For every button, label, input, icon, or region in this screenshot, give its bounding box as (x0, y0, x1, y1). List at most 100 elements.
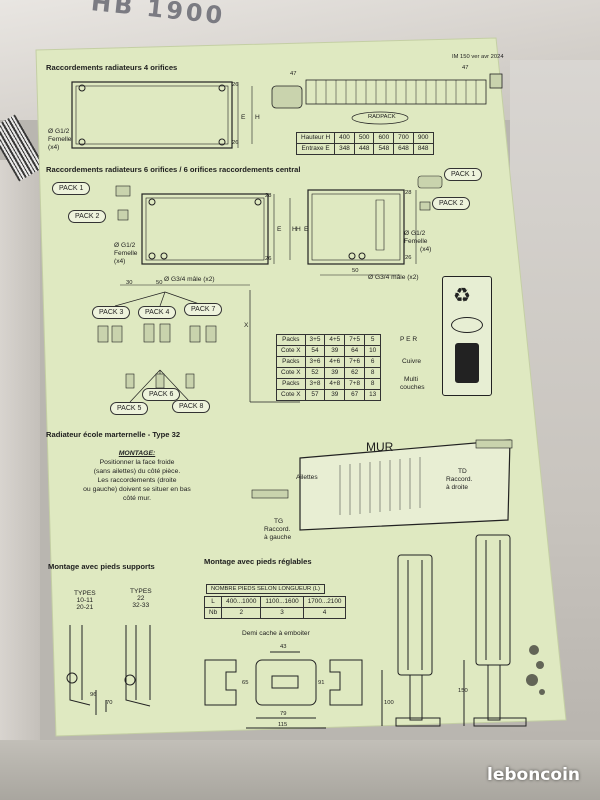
bin-icon (455, 343, 479, 383)
dim-43: 43 (280, 644, 287, 650)
background-bottom (0, 740, 600, 800)
pack-7: PACK 7 (184, 303, 223, 316)
montage-title: MONTAGE: (118, 450, 156, 457)
types-2-b: 32-33 (132, 602, 150, 609)
pack-1-left: PACK 1 (52, 182, 91, 195)
feet-cell: 4 (302, 607, 347, 619)
types-label-1: TYPES 10-11 20-21 (74, 590, 96, 611)
pack-cell: 67 (344, 389, 366, 401)
dim-150: 150 (458, 688, 468, 694)
pack-cell: 39 (324, 345, 346, 357)
types-1-a: 10-11 (76, 597, 93, 604)
types-label-2: TYPES 22 32-33 (130, 588, 152, 609)
pack-5: PACK 5 (110, 402, 149, 415)
orifice-label-1c: (x4) (48, 144, 60, 151)
pack-cell: 3+5 (304, 334, 326, 346)
pack-cell: 39 (324, 389, 346, 401)
pack-cell: Cote X (276, 345, 306, 357)
pack-cell: 6 (364, 356, 382, 368)
leaf-icon (451, 317, 483, 333)
feet-cell: Nb (203, 607, 223, 619)
per-label: P E R (400, 336, 418, 343)
pack-cell: 8 (364, 367, 382, 379)
montage-line: ou gauche) doivent se situer en bas (83, 486, 191, 493)
montage-line: Positionner la face froide (99, 459, 175, 466)
section-title-pieds-reglables: Montage avec pieds réglables (204, 557, 312, 566)
dim-30: 30 (126, 280, 133, 286)
pack-cell: 3+6 (304, 356, 326, 368)
types-2-a: 22 (137, 595, 145, 602)
orifice-label-2c: (x4) (114, 258, 126, 265)
section-title-pieds-supports: Montage avec pieds supports (48, 562, 155, 571)
montage-line: (sans ailettes) du côté pièce. (93, 468, 181, 475)
pack-cell: 5 (364, 334, 382, 346)
dim-50-a: 50 (156, 280, 163, 286)
height-cell: Entraxe E (295, 143, 336, 155)
pack-cell: 8 (364, 378, 382, 390)
pack-cell: Packs (276, 334, 306, 346)
pack-cell: 7+6 (344, 356, 366, 368)
dim-x: X (244, 322, 249, 329)
document-ref: IM 150 ver avr 2024 (452, 54, 504, 60)
pack-cell: 62 (344, 367, 366, 379)
dim-26-top: 26 (232, 82, 239, 88)
pack-cell: Cote X (276, 389, 306, 401)
tg-label-2: Raccord. (264, 526, 291, 533)
dim-50-b: 50 (352, 268, 359, 274)
montage-instructions: MONTAGE: Positionner la face froide (san… (62, 449, 212, 503)
feet-cell: 400...1000 (221, 596, 262, 608)
radpack-label: RADPACK (368, 114, 396, 120)
male-thread-label-1: Ø G3/4 mâle (x2) (164, 276, 215, 283)
tg-label: TG (274, 518, 284, 525)
dim-47-left: 47 (290, 71, 297, 77)
dim-28-b: 28 (405, 190, 412, 196)
feet-cell: 1100...1600 (260, 596, 304, 608)
feet-cell: 1700...2100 (302, 596, 347, 608)
couches-label: couches (400, 384, 425, 391)
pack-cell: 39 (324, 367, 346, 379)
pack-cell: 54 (304, 345, 326, 357)
dim-h-2: H (292, 226, 297, 233)
height-cell: 348 (334, 143, 355, 155)
pack-2-left: PACK 2 (68, 210, 107, 223)
demi-cache-label: Demi cache à emboiter (242, 630, 310, 637)
height-cell: 648 (393, 143, 414, 155)
pack-cell: 7+8 (344, 378, 366, 390)
pack-cell: 13 (364, 389, 382, 401)
pack-cell: 7+5 (344, 334, 366, 346)
dim-115: 115 (278, 722, 288, 728)
dim-70: 70 (106, 700, 113, 706)
height-cell: 600 (373, 132, 395, 144)
background-left (0, 160, 40, 760)
section-title-4-orifices: Raccordements radiateurs 4 orifices (46, 63, 178, 72)
types-1-title: TYPES (74, 590, 96, 597)
pack-2-right: PACK 2 (432, 197, 471, 210)
section-title-type-32: Radiateur école marternelle - Type 32 (46, 430, 181, 439)
feet-table-title: NOMBRE PIEDS SELON LONGUEUR (L) (206, 584, 325, 594)
ailettes-label: Ailettes (296, 474, 318, 481)
orifice-label-2: Ø G1/2 (114, 242, 136, 249)
height-cell: 400 (334, 132, 355, 144)
height-cell: 448 (353, 143, 375, 155)
height-cell: 548 (373, 143, 395, 155)
pack-cell: 57 (304, 389, 326, 401)
pack-3: PACK 3 (92, 306, 131, 319)
feet-cell: 2 (221, 607, 262, 619)
pack-cell: 4+6 (324, 356, 346, 368)
dim-28-a: 28 (265, 193, 272, 199)
height-cell: 900 (412, 132, 434, 144)
male-thread-label-2: Ø G3/4 mâle (x2) (368, 274, 419, 281)
dim-96: 96 (90, 692, 97, 698)
pack-8: PACK 8 (172, 400, 211, 413)
montage-line: côté mur. (123, 495, 151, 502)
dim-26-d: 26 (405, 255, 412, 261)
